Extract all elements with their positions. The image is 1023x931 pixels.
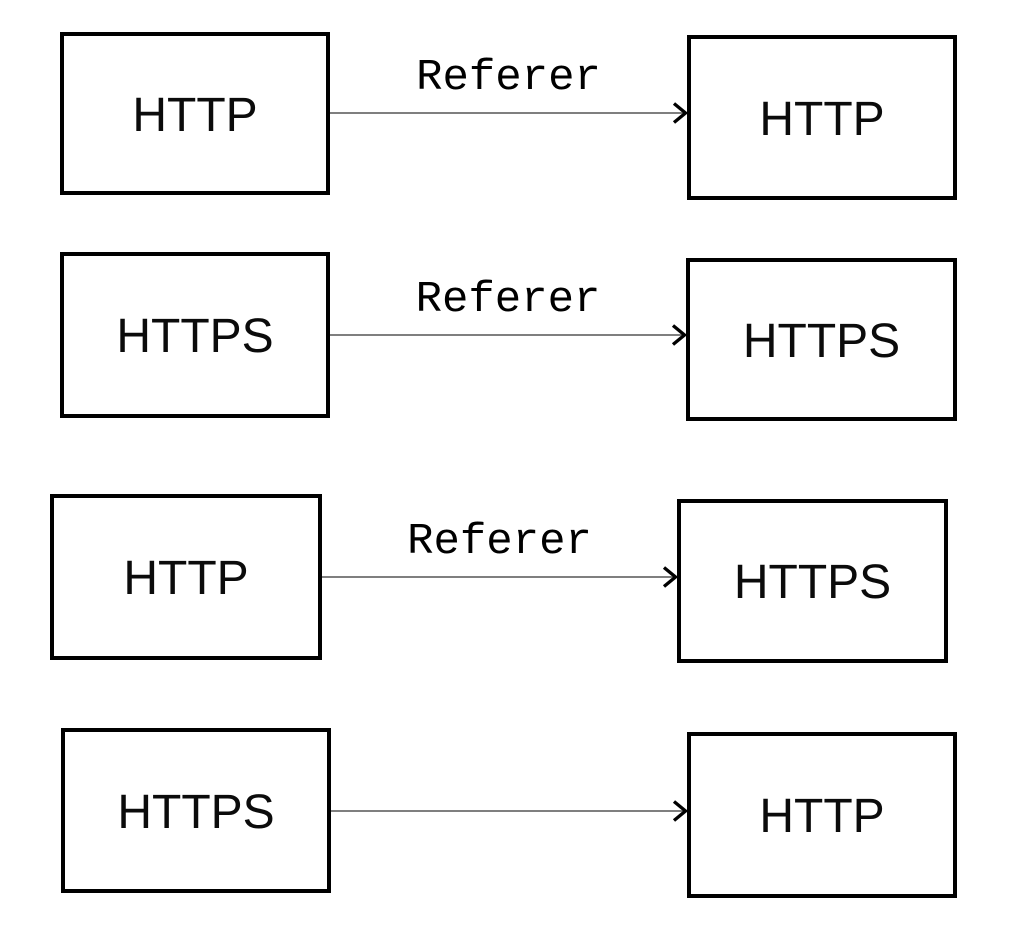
node-label: HTTPS bbox=[742, 314, 901, 368]
arrow-shaft bbox=[330, 334, 685, 336]
arrow-label bbox=[331, 745, 687, 803]
arrow-shaft bbox=[330, 112, 686, 114]
arrow-line bbox=[330, 324, 687, 346]
arrow-label: Referer bbox=[416, 53, 601, 103]
target-node-box: HTTPS bbox=[677, 499, 948, 663]
node-label: HTTP bbox=[759, 790, 885, 843]
arrow-line bbox=[331, 800, 688, 822]
node-label: HTTPS bbox=[117, 785, 275, 839]
referer-arrow: Referer bbox=[330, 269, 687, 346]
arrow-label: Referer bbox=[415, 275, 601, 325]
node-label: HTTPS bbox=[733, 556, 892, 609]
no-referer-arrow bbox=[331, 745, 688, 822]
arrow-label: Referer bbox=[407, 517, 592, 567]
target-node-box: HTTPS bbox=[686, 258, 957, 421]
target-node-box: HTTP bbox=[687, 35, 957, 200]
arrow-shaft bbox=[331, 810, 686, 812]
arrow-line bbox=[330, 102, 688, 124]
arrowhead-icon bbox=[662, 566, 678, 588]
node-label: HTTP bbox=[123, 552, 249, 605]
source-node-box: HTTP bbox=[60, 32, 330, 195]
arrow-line bbox=[322, 566, 678, 588]
source-node-box: HTTP bbox=[50, 494, 322, 660]
node-label: HTTPS bbox=[116, 310, 274, 363]
arrow-shaft bbox=[322, 576, 676, 578]
source-node-box: HTTPS bbox=[60, 252, 330, 418]
referer-arrow: Referer bbox=[330, 47, 688, 124]
target-node-box: HTTP bbox=[687, 732, 957, 898]
node-label: HTTP bbox=[759, 92, 885, 146]
arrowhead-icon bbox=[672, 800, 688, 822]
arrowhead-icon bbox=[671, 324, 687, 346]
referer-arrow: Referer bbox=[322, 511, 678, 588]
arrowhead-icon bbox=[672, 102, 688, 124]
node-label: HTTP bbox=[132, 88, 258, 142]
source-node-box: HTTPS bbox=[61, 728, 331, 893]
